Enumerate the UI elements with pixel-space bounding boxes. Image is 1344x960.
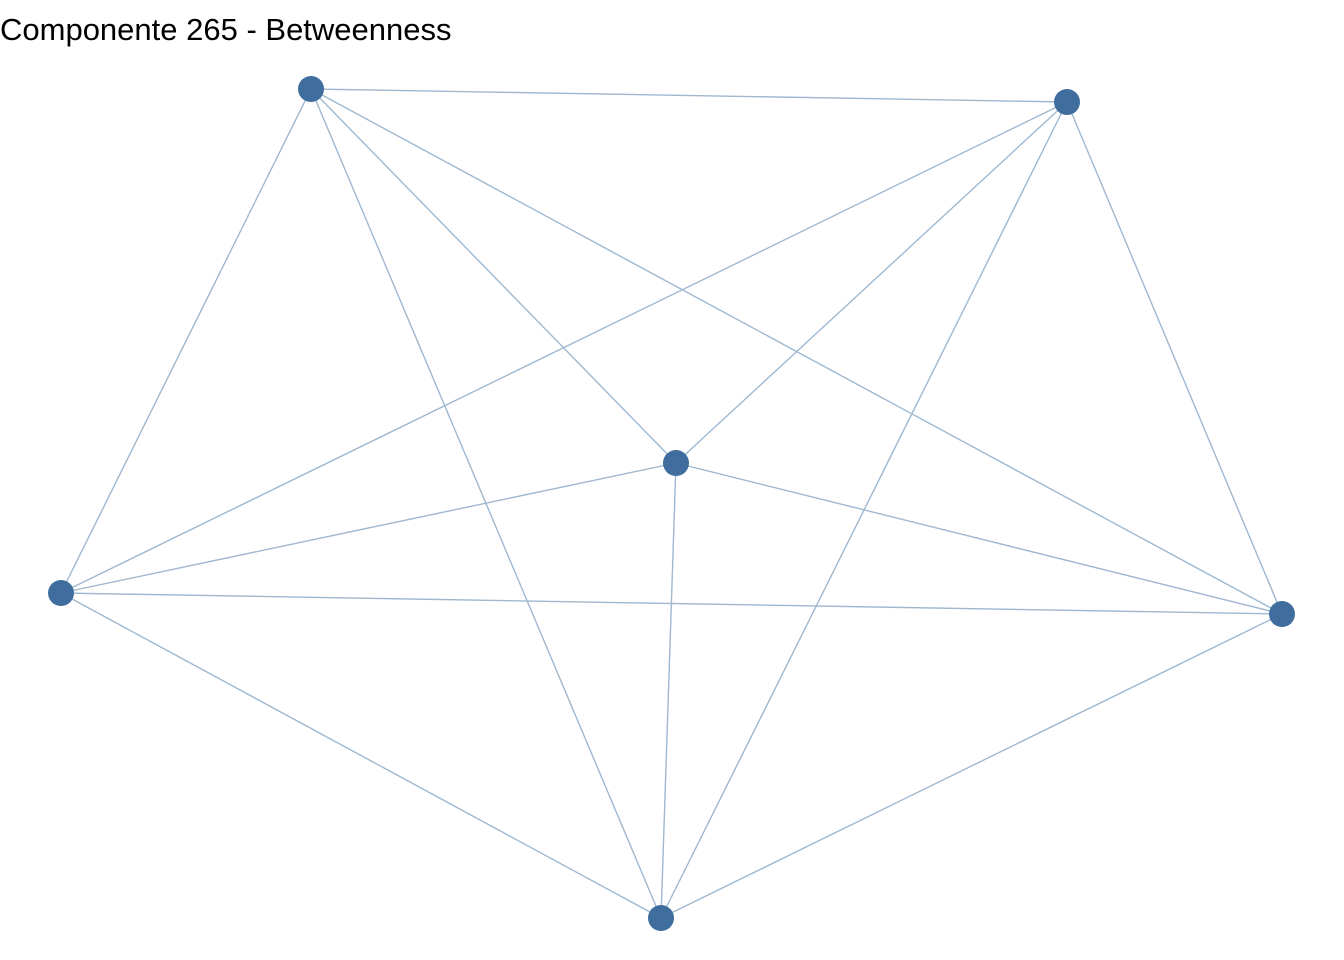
graph-edge (310, 88, 677, 464)
graph-edge (675, 462, 1283, 615)
graph-edge (60, 101, 1068, 594)
graph-edge (60, 592, 1283, 615)
nodes-layer (48, 76, 1295, 931)
graph-edge (660, 613, 1283, 919)
graph-node (48, 580, 74, 606)
graph-node (648, 905, 674, 931)
graph-edge (60, 462, 677, 594)
graph-node (1054, 89, 1080, 115)
graph-edge (60, 88, 312, 594)
graph-edge (675, 101, 1068, 464)
graph-node (1269, 601, 1295, 627)
chart-title: Componente 265 - Betweenness (0, 12, 452, 47)
graph-edge (1066, 101, 1283, 615)
graph-node (298, 76, 324, 102)
graph-edge (310, 88, 1068, 103)
graph-edge (60, 592, 662, 919)
graph-node (663, 450, 689, 476)
edges-layer (60, 88, 1283, 919)
graph-edge (660, 462, 677, 919)
